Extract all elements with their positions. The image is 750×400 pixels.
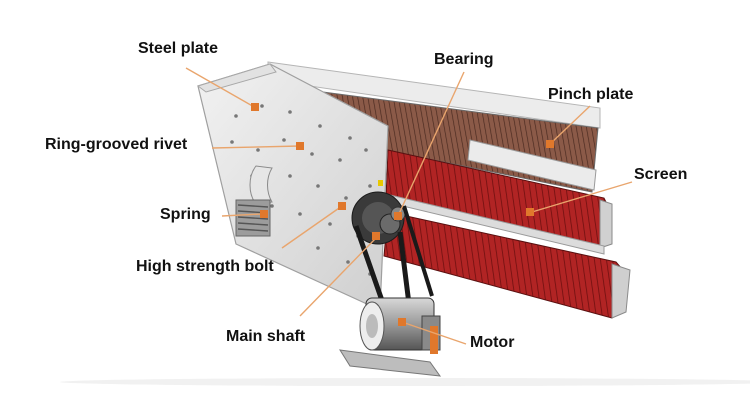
marker-spring — [260, 210, 268, 218]
label-motor: Motor — [470, 334, 515, 351]
lower-deck-rail — [611, 263, 631, 319]
marker-bearing — [394, 212, 402, 220]
leader-pinch-plate — [549, 105, 591, 145]
motor-assembly — [339, 297, 442, 377]
label-bearing: Bearing — [434, 51, 494, 68]
marker-steel-plate — [251, 103, 259, 111]
part-markers — [251, 103, 554, 326]
pinch-plate — [467, 139, 597, 191]
label-steel-plate: Steel plate — [138, 40, 219, 57]
leader-spring — [221, 213, 263, 217]
leader-steel-plate — [185, 67, 257, 109]
marker-pinch-plate — [546, 140, 554, 148]
rivets — [230, 104, 372, 276]
bearing-tag — [378, 180, 383, 186]
marker-main-shaft — [372, 232, 380, 240]
leader-motor — [401, 321, 467, 345]
leader-high-strength-bolt — [281, 205, 343, 249]
middle-deck-rail — [599, 199, 613, 249]
leader-main-shaft — [299, 237, 377, 317]
label-ring-grooved-rivet: Ring-grooved rivet — [45, 136, 188, 153]
leader-bearing — [397, 71, 465, 217]
label-high-strength-bolt: High strength bolt — [136, 258, 274, 275]
label-screen: Screen — [634, 166, 688, 183]
marker-screen — [526, 208, 534, 216]
marker-ring-grooved-rivet — [296, 142, 304, 150]
side-plate-lip — [196, 63, 277, 93]
leader-screen — [531, 181, 633, 213]
label-pinch-plate: Pinch plate — [548, 86, 634, 103]
label-spring: Spring — [160, 206, 211, 223]
label-main-shaft: Main shaft — [226, 328, 306, 345]
leader-lines — [185, 67, 633, 345]
marker-high-strength-bolt — [338, 202, 346, 210]
leader-ring-grooved-rivet — [211, 145, 301, 149]
marker-motor — [398, 318, 406, 326]
